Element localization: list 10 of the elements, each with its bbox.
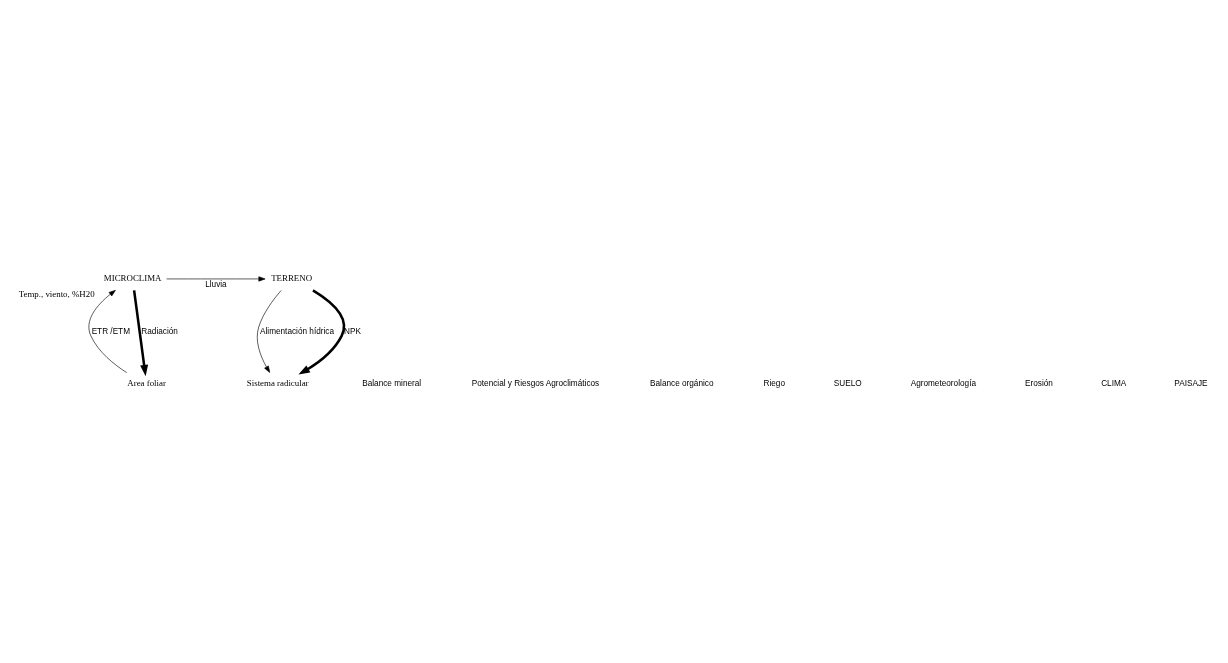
node-text: MICROCLIMA	[103, 273, 162, 284]
arrow	[166, 276, 266, 282]
arrow	[88, 290, 127, 373]
arrow	[298, 289, 346, 375]
node-label: Temp., viento, %H20	[18, 289, 95, 300]
arrow	[132, 290, 149, 377]
arrow	[256, 290, 282, 373]
node-text: TERRENO	[271, 273, 313, 284]
node-text: Sistema radicular	[246, 378, 309, 389]
node-text: Area foliar	[127, 378, 166, 389]
